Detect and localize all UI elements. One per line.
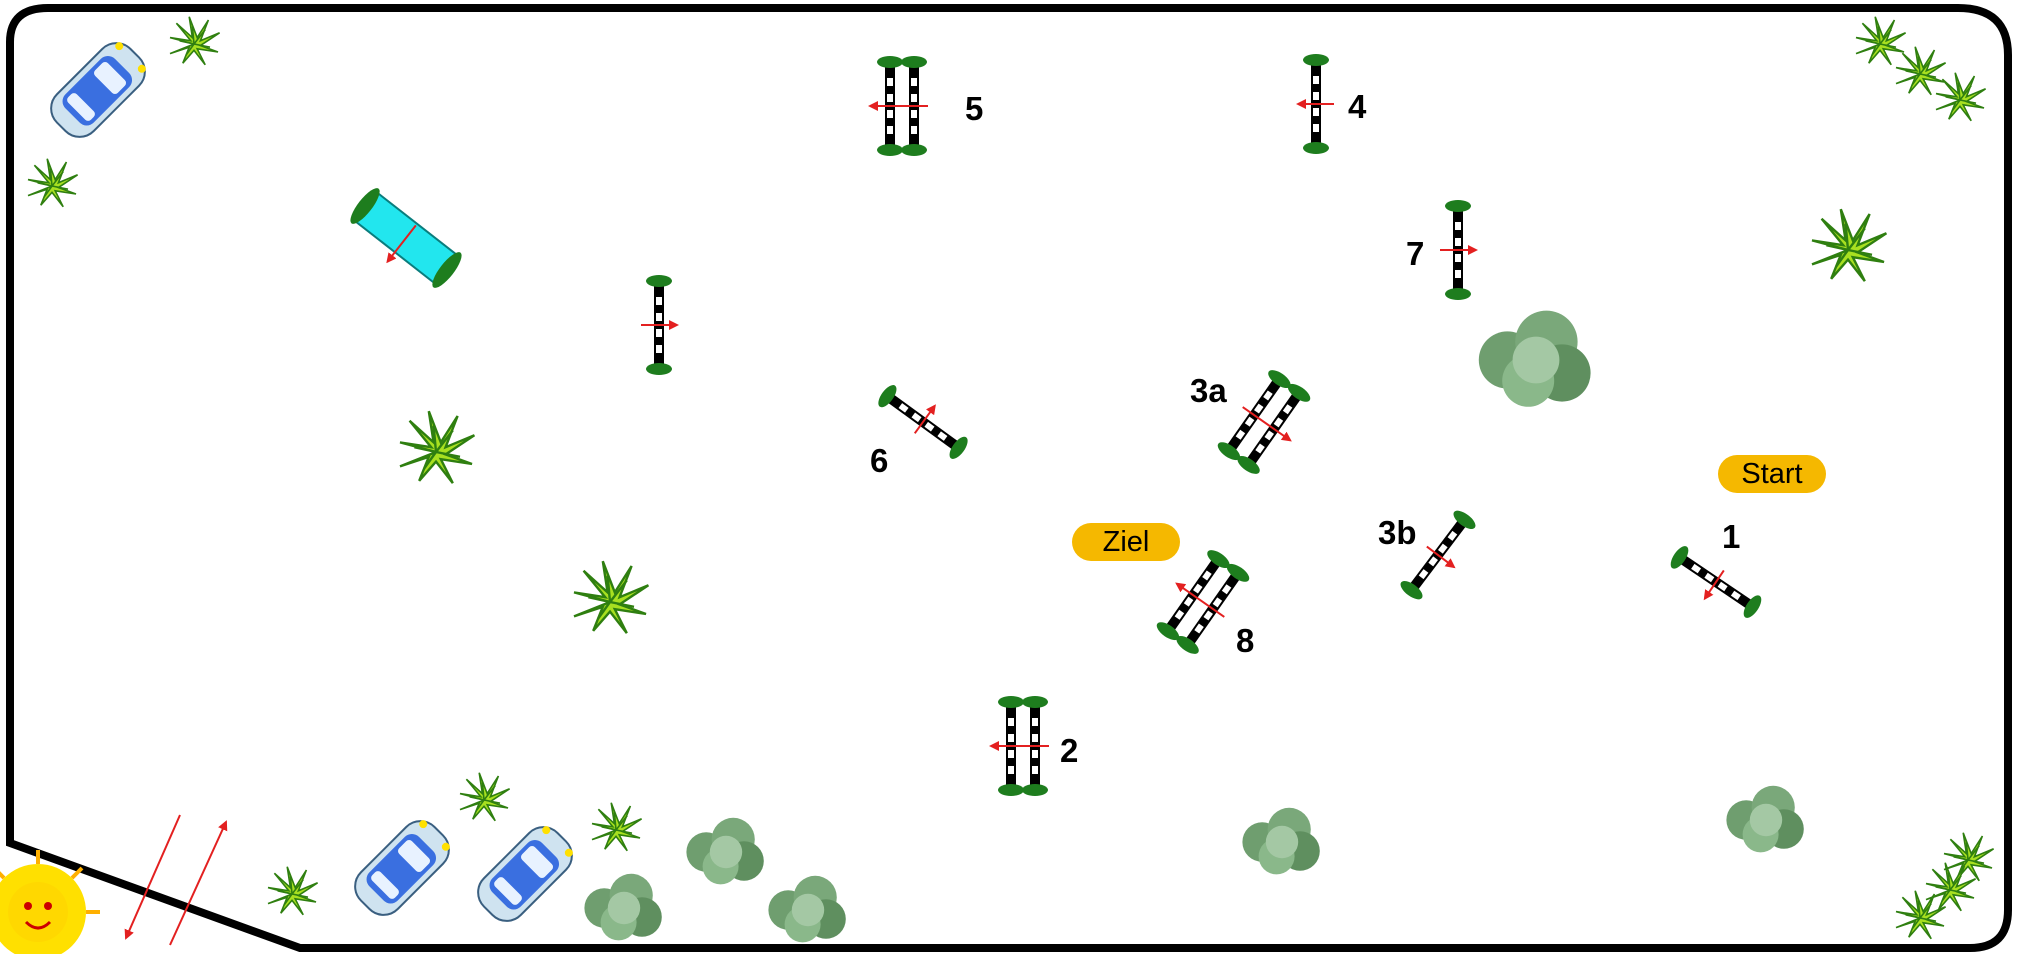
plant-icon	[1943, 831, 1995, 882]
bush-icon	[1242, 807, 1320, 875]
finish-badge: Ziel	[1072, 523, 1180, 561]
jump-unnumbered-fence	[641, 275, 679, 375]
plant-icon	[1925, 861, 1977, 912]
arena-border	[5, 4, 2012, 952]
jump-5-fence	[868, 56, 928, 156]
jump-5-number: 5	[965, 90, 984, 127]
plant-icon	[572, 560, 650, 635]
bush-icon	[768, 875, 846, 943]
car-icon	[468, 817, 582, 931]
jump-7-number: 7	[1406, 235, 1425, 272]
jump-1-number: 1	[1722, 518, 1741, 555]
arrow-icon	[124, 814, 181, 940]
jump-1-fence	[1667, 543, 1765, 621]
bush-icon	[686, 817, 764, 885]
plant-icon	[591, 801, 643, 852]
plant-icon	[459, 771, 511, 822]
car-icon	[41, 33, 155, 147]
jump-3a-fence	[1214, 366, 1314, 478]
jump-3a-number: 3a	[1190, 372, 1227, 409]
plant-icon	[1855, 15, 1907, 66]
jump-3b-fence	[1397, 507, 1479, 603]
plant-icon	[1810, 207, 1888, 283]
plant-icon	[169, 15, 221, 66]
water-jump-icon	[350, 188, 462, 288]
jump-6-number: 6	[870, 442, 889, 479]
bush-icon	[1478, 310, 1591, 407]
jump-2-number: 2	[1060, 732, 1079, 769]
plant-icon	[267, 865, 319, 916]
jump-8-fence	[1153, 546, 1253, 658]
jump-4-fence	[1296, 54, 1334, 154]
bush-icon	[1726, 785, 1804, 853]
plant-icon	[398, 410, 476, 485]
jump-2-fence	[989, 696, 1049, 796]
car-icon	[345, 811, 459, 925]
plant-icon	[1935, 72, 1987, 122]
entrance-arrows	[124, 814, 228, 946]
jump-3b-number: 3b	[1378, 514, 1417, 551]
bush-icon	[584, 873, 662, 941]
jump-6-fence	[874, 382, 972, 462]
plant-icon	[1895, 45, 1947, 96]
jump-7-fence	[1440, 200, 1478, 300]
arrow-icon	[169, 820, 228, 946]
jump-8-number: 8	[1236, 622, 1255, 659]
jump-4-number: 4	[1348, 88, 1367, 125]
start-badge: Start	[1718, 455, 1826, 493]
plant-icon	[27, 158, 79, 208]
plant-icon	[1895, 889, 1947, 940]
sun-icon	[0, 850, 100, 954]
